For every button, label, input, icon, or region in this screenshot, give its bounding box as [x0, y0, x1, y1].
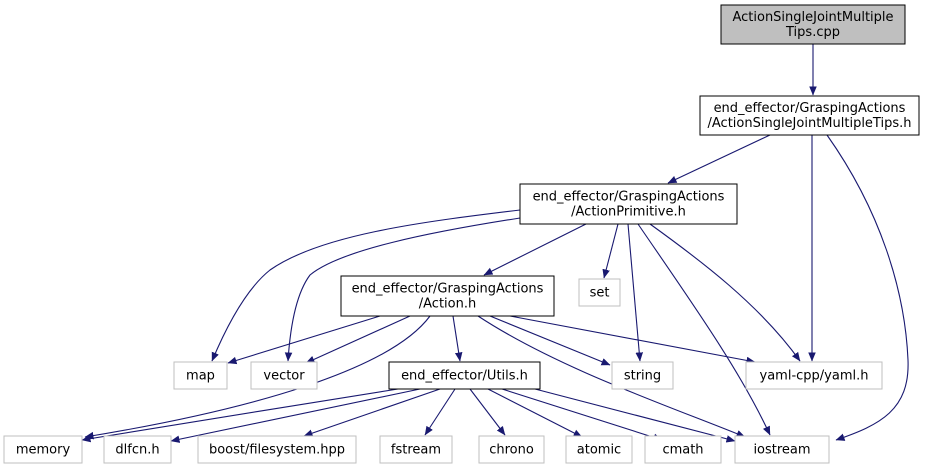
node-label: dlfcn.h	[115, 443, 159, 458]
edge-prim-to-string	[627, 223, 644, 362]
node-box	[565, 435, 633, 464]
node-box	[699, 95, 920, 136]
node-label: yaml-cpp/yaml.h	[760, 369, 869, 384]
node-asjmt[interactable]: end_effector/GraspingActions/ActionSingl…	[699, 95, 920, 136]
node-utils[interactable]: end_effector/Utils.h	[388, 361, 541, 390]
node-label: /Action.h	[419, 297, 476, 312]
node-map: map	[173, 361, 228, 390]
node-label: end_effector/GraspingActions	[352, 282, 544, 297]
node-label: chrono	[489, 443, 534, 458]
edge-prim-to-vector	[284, 217, 521, 362]
edge-utils-to-memory	[81, 388, 399, 443]
node-cmath: cmath	[644, 435, 722, 464]
node-box	[379, 435, 453, 464]
edge-action-to-string	[489, 315, 611, 366]
node-label: Tips.cpp	[785, 25, 840, 40]
edge-utils-to-dlfcn	[170, 388, 421, 443]
node-label: vector	[263, 369, 305, 384]
node-box	[734, 435, 830, 464]
node-chrono: chrono	[478, 435, 545, 464]
edge-utils-to-iostream	[534, 388, 736, 443]
node-label: map	[186, 369, 215, 384]
node-label: iostream	[753, 443, 810, 458]
node-box	[578, 278, 621, 307]
edge-utils-to-boostfs	[303, 388, 441, 437]
node-memory: memory	[3, 435, 83, 464]
node-label: boost/filesystem.hpp	[209, 443, 345, 458]
node-box	[478, 435, 545, 464]
node-label: cmath	[662, 443, 703, 458]
edge-action-to-utils	[452, 315, 463, 362]
node-label: /ActionSingleJointMultipleTips.h	[708, 116, 912, 131]
node-label: end_effector/GraspingActions	[714, 101, 906, 116]
edge-asjmt-to-prim	[667, 134, 771, 184]
node-label: string	[624, 369, 661, 384]
node-box	[250, 361, 318, 390]
node-label: fstream	[391, 443, 441, 458]
edge-prim-to-action	[483, 223, 587, 276]
node-label: end_effector/GraspingActions	[533, 190, 725, 205]
node-label: /ActionPrimitive.h	[571, 205, 686, 220]
node-box	[644, 435, 722, 464]
node-action[interactable]: end_effector/GraspingActions/Action.h	[340, 275, 555, 317]
node-label: atomic	[577, 443, 621, 458]
edge-action-to-yaml	[509, 315, 756, 365]
node-box	[197, 435, 357, 464]
node-label: ActionSingleJointMultiple	[732, 10, 893, 25]
edge-prim-to-set	[602, 223, 619, 279]
edge-utils-to-cmath	[501, 388, 663, 442]
edge-utils-to-chrono	[469, 388, 506, 436]
edge-prim-to-iostream	[637, 223, 771, 436]
node-box	[3, 435, 83, 464]
node-atomic: atomic	[565, 435, 633, 464]
node-box	[173, 361, 228, 390]
node-vector: vector	[250, 361, 318, 390]
node-prim[interactable]: end_effector/GraspingActions/ActionPrimi…	[519, 183, 738, 225]
node-box	[745, 361, 883, 390]
node-label: memory	[16, 443, 71, 458]
node-yaml: yaml-cpp/yaml.h	[745, 361, 883, 390]
node-box	[519, 183, 738, 225]
node-box	[611, 361, 674, 390]
node-set: set	[578, 278, 621, 307]
node-string: string	[611, 361, 674, 390]
node-box	[340, 275, 555, 317]
node-box	[103, 435, 172, 464]
edge-asjmt-to-iostream	[826, 134, 909, 441]
node-root[interactable]: ActionSingleJointMultipleTips.cpp	[720, 4, 906, 45]
edge-prim-to-yaml	[649, 223, 801, 362]
node-box	[388, 361, 541, 390]
edge-action-to-map	[227, 315, 381, 365]
node-iostream: iostream	[734, 435, 830, 464]
node-label: end_effector/Utils.h	[401, 369, 528, 384]
node-box	[720, 4, 906, 45]
edge-prim-to-map	[211, 209, 521, 362]
nodes-layer: ActionSingleJointMultipleTips.cpp end_eff…	[3, 4, 920, 464]
node-label: set	[590, 286, 610, 301]
edge-action-to-vector	[305, 315, 411, 364]
node-fstream: fstream	[379, 435, 453, 464]
node-boostfs: boost/filesystem.hpp	[197, 435, 357, 464]
edge-utils-to-atomic	[487, 388, 583, 438]
node-dlfcn: dlfcn.h	[103, 435, 172, 464]
edge-utils-to-fstream	[424, 388, 456, 436]
